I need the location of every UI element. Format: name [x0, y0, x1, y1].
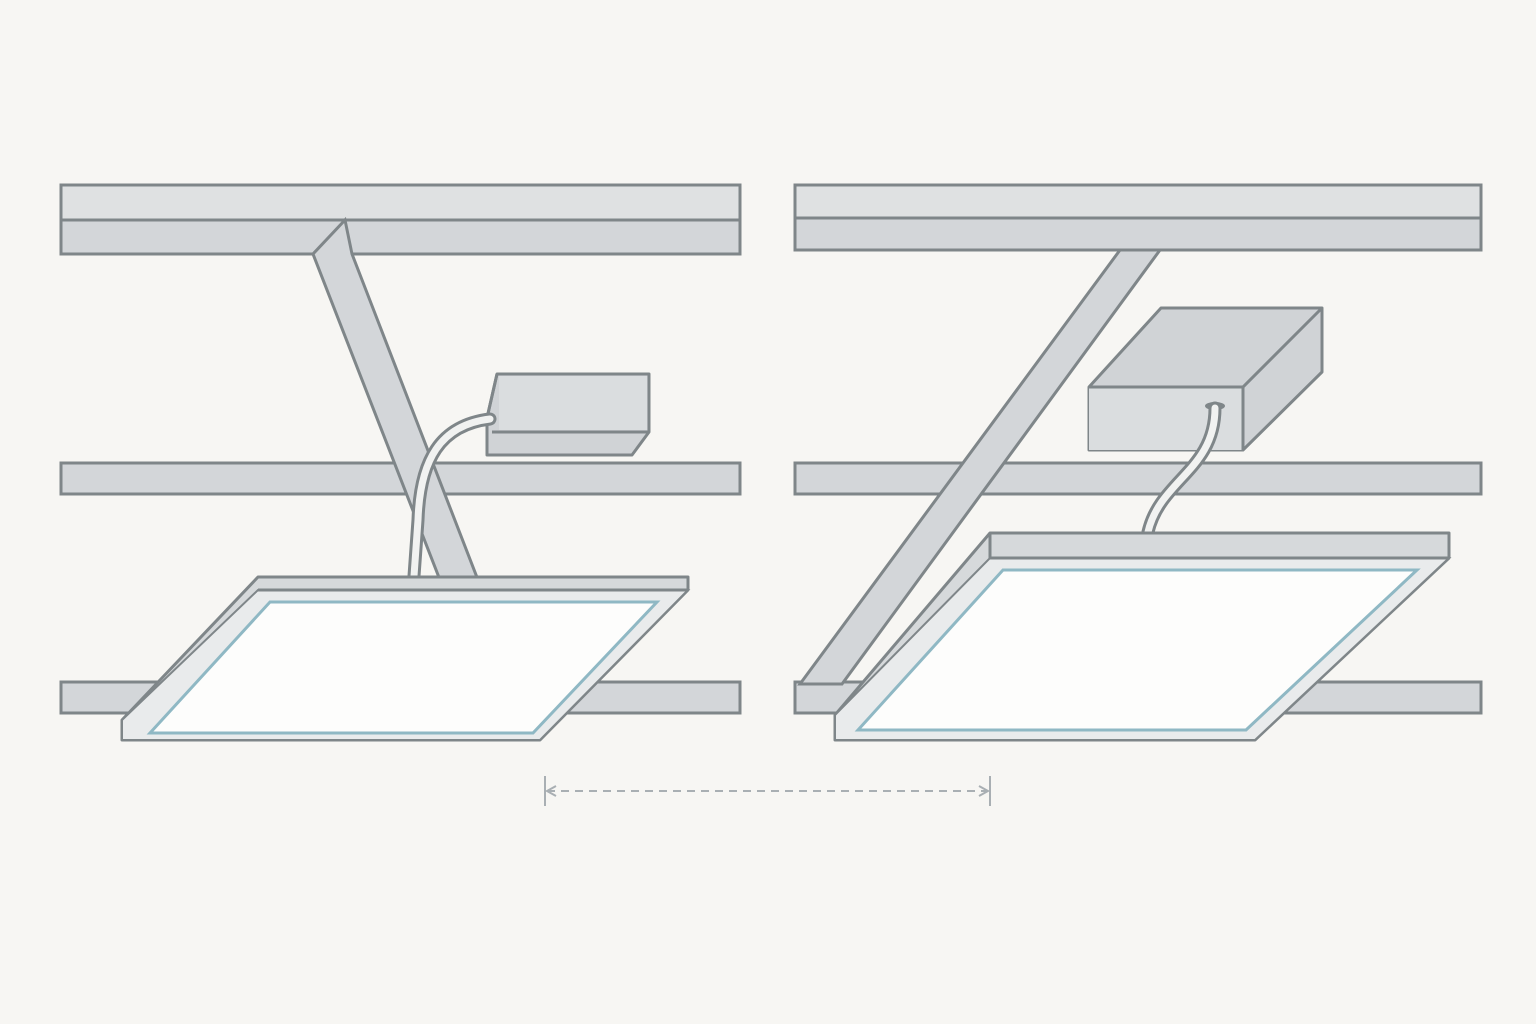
panel-lens [146, 600, 661, 735]
cable [407, 412, 497, 583]
panel-lens [854, 568, 1421, 732]
led-panel [833, 531, 1452, 742]
left-scene [59, 183, 742, 742]
diagonal-brace [311, 216, 481, 582]
ceiling-beam-top [793, 183, 1483, 252]
ceiling-beam-top [59, 183, 742, 256]
right-scene [793, 183, 1483, 742]
cable [1141, 401, 1222, 539]
driver-box [1087, 306, 1324, 452]
dimension-line [544, 776, 991, 806]
diagonal-brace [797, 248, 1163, 686]
driver-box [485, 372, 651, 457]
led-panel [120, 575, 691, 742]
ceiling-beam-middle [793, 461, 1483, 496]
